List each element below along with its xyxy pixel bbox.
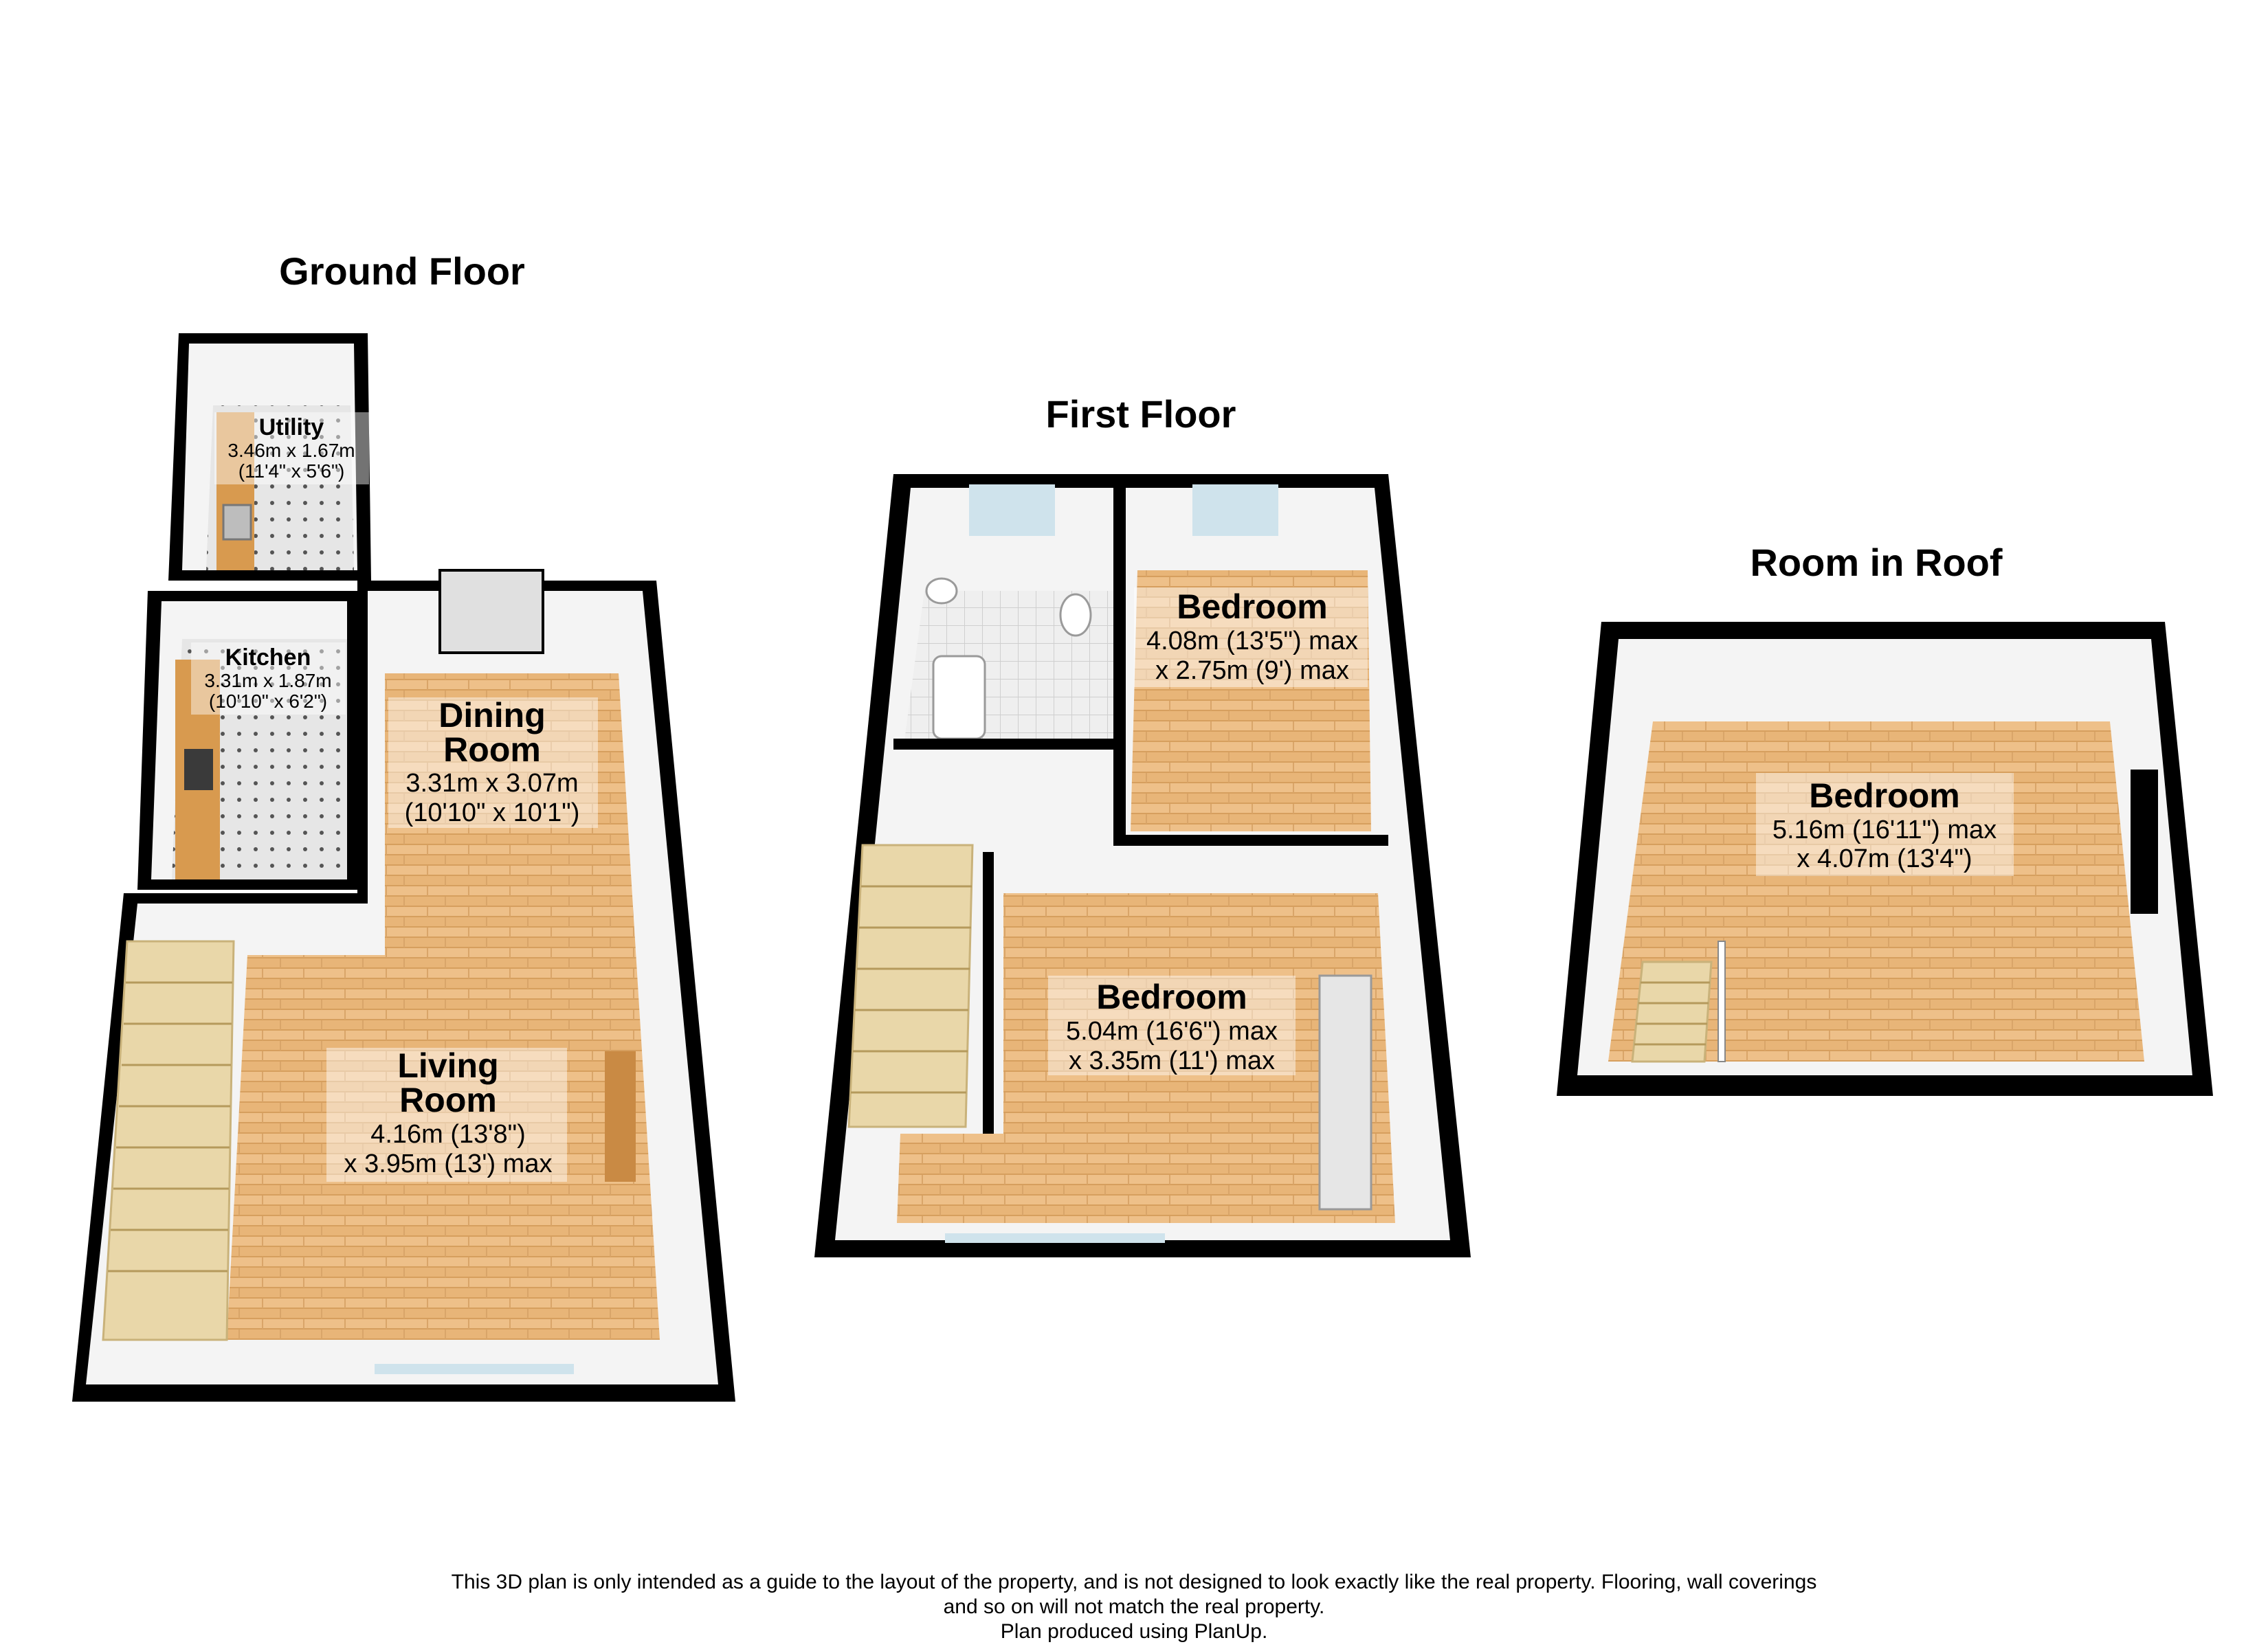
first-floor-plan <box>814 474 1471 1257</box>
dining-name-line1: Dining <box>438 696 546 734</box>
kitchen-name: Kitchen <box>225 644 311 671</box>
first-bedroom-front-dim2: x 3.35m (11') max <box>1069 1046 1275 1075</box>
first-bedroom-front-label-bg <box>1048 976 1296 1075</box>
first-front-window <box>945 1233 1165 1243</box>
roof-dormer <box>2131 770 2158 914</box>
first-bedroom-rear-floor <box>1131 570 1371 831</box>
roof-stairs <box>1631 961 1713 1063</box>
roof-bedroom-name: Bedroom <box>1809 776 1959 815</box>
living-dim1: 4.16m (13'8") <box>370 1120 526 1149</box>
dining-dim1: 3.31m x 3.07m <box>405 769 578 798</box>
bathroom-bedroom-wall <box>1113 484 1126 842</box>
dining-name-line2: Room <box>443 730 541 769</box>
roof-bedroom-dim1: 5.16m (16'11") max <box>1772 816 1997 844</box>
living-name-line1: Living <box>397 1046 498 1085</box>
first-floor-title: First Floor <box>1046 392 1236 436</box>
first-stairs <box>847 844 974 1128</box>
ground-stairs <box>102 940 235 1341</box>
roof-bedroom-dim2: x 4.07m (13'4") <box>1797 844 1972 873</box>
first-rear-window-2 <box>1192 484 1278 536</box>
dining-dim2: (10'10" x 10'1") <box>405 798 580 827</box>
living-front-window <box>375 1364 574 1374</box>
toilet <box>1059 593 1092 637</box>
disclaimer-line-1: This 3D plan is only intended as a guide… <box>451 1571 1817 1593</box>
kitchen-dim1: 3.31m x 1.87m <box>204 670 331 691</box>
disclaimer-line-3: Plan produced using PlanUp. <box>1000 1620 1268 1643</box>
utility-label-bg <box>214 412 369 484</box>
living-dim2: x 3.95m (13') max <box>344 1149 553 1178</box>
roof-floor-title: Room in Roof <box>1750 541 2002 584</box>
first-bedroom-rear-dim1: 4.08m (13'5") max <box>1146 627 1358 655</box>
dining-living-floor <box>227 673 660 1340</box>
kitchen-hob <box>184 749 213 790</box>
first-bedroom-front-name: Bedroom <box>1096 978 1247 1016</box>
first-bedroom-front-dim1: 5.04m (16'6") max <box>1066 1017 1278 1046</box>
utility-dim1: 3.46m x 1.67m <box>227 440 355 461</box>
utility-worktop <box>216 412 254 570</box>
disclaimer-line-2: and so on will not match the real proper… <box>943 1595 1325 1618</box>
basin <box>925 577 958 605</box>
disclaimer: This 3D plan is only intended as a guide… <box>0 1570 2268 1644</box>
utility-sink <box>222 504 252 541</box>
living-label-bg <box>326 1048 567 1182</box>
roof-banister <box>1717 941 1726 1062</box>
dining-french-doors <box>438 569 544 654</box>
living-sideboard <box>605 1051 636 1182</box>
first-bedroom-rear-label-bg <box>1134 587 1368 687</box>
stair-wall <box>983 852 994 1134</box>
dining-label-bg <box>388 697 598 828</box>
living-name-line2: Room <box>399 1081 497 1119</box>
roof-bedroom-label-bg <box>1756 773 2014 876</box>
first-bedroom-rear-dim2: x 2.75m (9') max <box>1155 656 1349 685</box>
utility-name: Utility <box>259 414 324 440</box>
first-bedroom-rear-name: Bedroom <box>1177 587 1327 626</box>
kitchen-dim2: (10'10" x 6'2") <box>209 691 327 712</box>
bathroom-landing-wall <box>893 739 1120 750</box>
ground-floor-title: Ground Floor <box>279 249 525 293</box>
bathtub <box>932 655 986 740</box>
landing-wall <box>1113 835 1388 846</box>
ground-floor-plan <box>72 333 735 1402</box>
utility-dim2: (11'4" x 5'6") <box>238 460 345 482</box>
first-bedroom-front-floor <box>897 893 1395 1223</box>
wardrobe <box>1318 974 1372 1211</box>
roof-floor-plan <box>1557 622 2213 1096</box>
kitchen-label-bg <box>191 642 346 715</box>
roof-bedroom-floor <box>1608 721 2144 1062</box>
first-rear-window-1 <box>969 484 1055 536</box>
